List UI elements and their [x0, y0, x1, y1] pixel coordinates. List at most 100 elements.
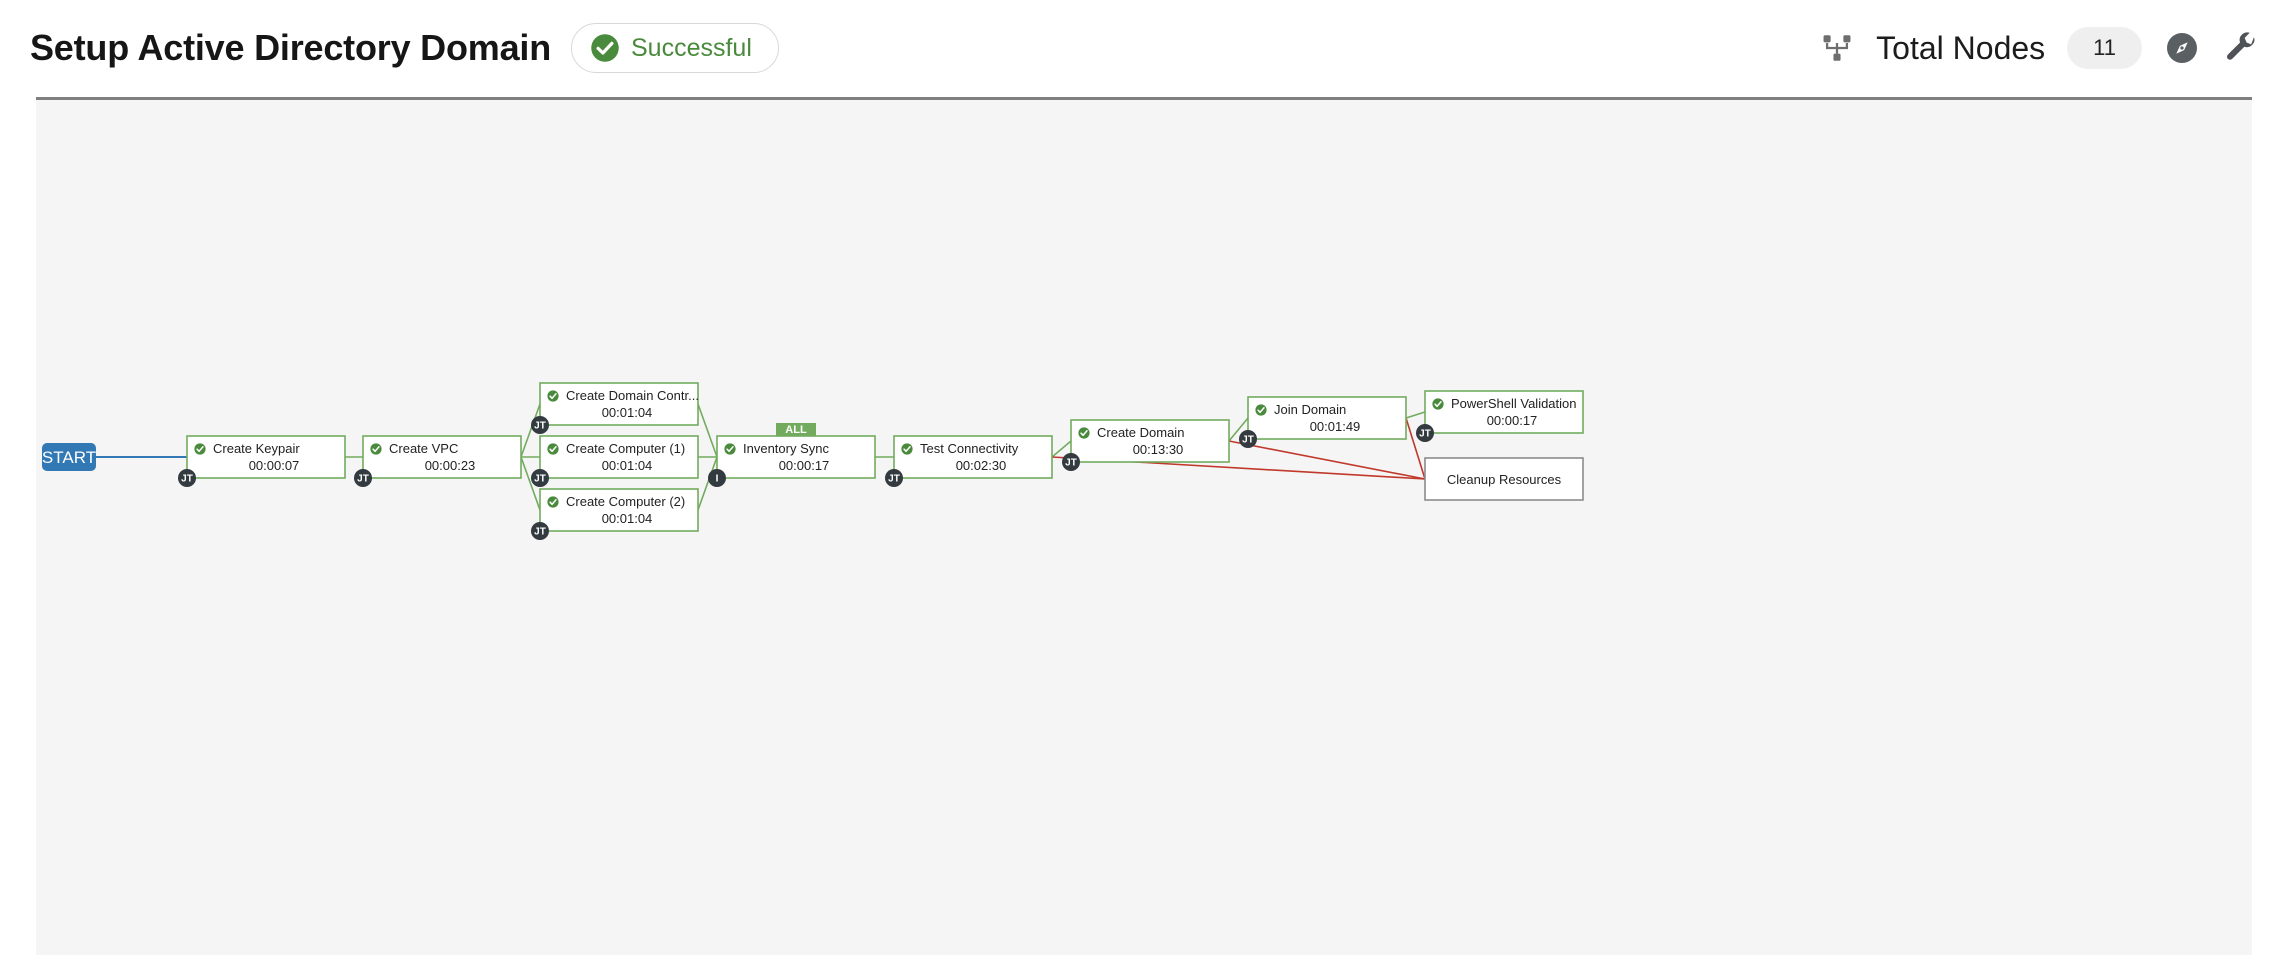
- node-inventory[interactable]: ALL Inventory Sync 00:00:17I: [708, 423, 876, 487]
- node-label: Create Domain Contr...: [566, 388, 699, 403]
- node-duration: 00:01:04: [602, 405, 653, 420]
- check-circle-icon: [1078, 427, 1090, 439]
- node-label: Create VPC: [389, 441, 458, 456]
- node-type-badge-label: JT: [1242, 435, 1254, 446]
- check-circle-icon: [724, 443, 736, 455]
- node-duration: 00:00:23: [425, 458, 476, 473]
- node-duration: 00:00:17: [1487, 413, 1538, 428]
- compass-icon[interactable]: [2164, 30, 2200, 66]
- page-header: Setup Active Directory Domain Successful…: [0, 0, 2290, 96]
- edge-joindom-to-psval: [1405, 411, 1426, 419]
- node-duration: 00:01:49: [1310, 419, 1361, 434]
- node-type-badge[interactable]: JT: [885, 469, 903, 487]
- check-circle-icon: [1255, 404, 1267, 416]
- node-box[interactable]: [1424, 390, 1584, 434]
- node-type-badge-label: JT: [534, 527, 546, 538]
- node-tab-label: ALL: [785, 424, 807, 436]
- node-type-badge-label: JT: [1419, 429, 1431, 440]
- total-nodes-count: 11: [2067, 27, 2142, 69]
- total-nodes-label: Total Nodes: [1876, 29, 2046, 66]
- node-start[interactable]: START: [42, 443, 96, 471]
- node-box[interactable]: [186, 435, 346, 479]
- node-box[interactable]: [1247, 396, 1407, 440]
- node-label: Join Domain: [1274, 402, 1346, 417]
- node-label: Test Connectivity: [920, 441, 1019, 456]
- check-circle-icon: [547, 496, 559, 508]
- node-label: Cleanup Resources: [1447, 472, 1562, 487]
- node-duration: 00:00:07: [249, 458, 300, 473]
- node-type-badge[interactable]: JT: [531, 522, 549, 540]
- check-circle-icon: [370, 443, 382, 455]
- node-box[interactable]: [362, 435, 522, 479]
- node-type-badge[interactable]: I: [708, 469, 726, 487]
- node-cleanup[interactable]: Cleanup Resources: [1424, 457, 1584, 501]
- node-type-badge[interactable]: JT: [178, 469, 196, 487]
- node-label: Create Domain: [1097, 425, 1184, 440]
- node-type-badge[interactable]: JT: [531, 469, 549, 487]
- wrench-icon[interactable]: [2222, 29, 2260, 67]
- node-type-badge-label: I: [716, 474, 719, 485]
- node-box[interactable]: [539, 382, 699, 426]
- header-left-group: Setup Active Directory Domain Successful: [30, 23, 779, 73]
- node-type-badge[interactable]: JT: [1062, 453, 1080, 471]
- node-duration: 00:00:17: [779, 458, 830, 473]
- node-box[interactable]: [1424, 457, 1584, 501]
- node-duration: 00:01:04: [602, 511, 653, 526]
- node-label: Inventory Sync: [743, 441, 829, 456]
- node-label: Create Computer (2): [566, 494, 685, 509]
- node-type-badge-label: JT: [181, 474, 193, 485]
- node-duration: 00:01:04: [602, 458, 653, 473]
- node-label: Create Computer (1): [566, 441, 685, 456]
- node-type-badge[interactable]: JT: [354, 469, 372, 487]
- check-circle-icon: [547, 443, 559, 455]
- node-type-badge-label: JT: [534, 421, 546, 432]
- node-type-badge[interactable]: JT: [1239, 430, 1257, 448]
- edge-createdom-to-joindom: [1228, 417, 1249, 442]
- edge-createdom-to-cleanup: [1228, 440, 1426, 480]
- status-badge: Successful: [571, 23, 779, 73]
- edge-joindom-to-cleanup: [1405, 417, 1426, 480]
- node-box[interactable]: [893, 435, 1053, 479]
- node-label: PowerShell Validation: [1451, 396, 1577, 411]
- status-badge-label: Successful: [631, 33, 752, 62]
- check-circle-icon: [590, 33, 620, 63]
- check-circle-icon: [194, 443, 206, 455]
- node-type-badge[interactable]: JT: [1416, 424, 1434, 442]
- edge-vpc-to-comp2: [520, 456, 541, 511]
- node-label: Create Keypair: [213, 441, 300, 456]
- edge-comp2-to-inventory: [697, 456, 718, 511]
- header-right-group: Total Nodes 11: [1820, 0, 2260, 96]
- check-circle-icon: [901, 443, 913, 455]
- node-duration: 00:02:30: [956, 458, 1007, 473]
- page-title: Setup Active Directory Domain: [30, 27, 551, 68]
- node-type-badge-label: JT: [534, 474, 546, 485]
- node-type-badge[interactable]: JT: [531, 416, 549, 434]
- node-box[interactable]: [1070, 419, 1230, 463]
- start-node-label: START: [42, 448, 96, 467]
- check-circle-icon: [547, 390, 559, 402]
- node-type-badge-label: JT: [1065, 458, 1077, 469]
- node-type-badge-label: JT: [888, 474, 900, 485]
- edge-testconn-to-createdom: [1051, 440, 1072, 458]
- edge-dc-to-inventory: [697, 403, 718, 458]
- node-box[interactable]: [539, 488, 699, 532]
- node-box[interactable]: [539, 435, 699, 479]
- node-duration: 00:13:30: [1133, 442, 1184, 457]
- node-type-badge-label: JT: [357, 474, 369, 485]
- check-circle-icon: [1432, 398, 1444, 410]
- edge-vpc-to-dc: [520, 403, 541, 458]
- node-box[interactable]: [716, 435, 876, 479]
- node-tree-icon[interactable]: [1820, 31, 1854, 65]
